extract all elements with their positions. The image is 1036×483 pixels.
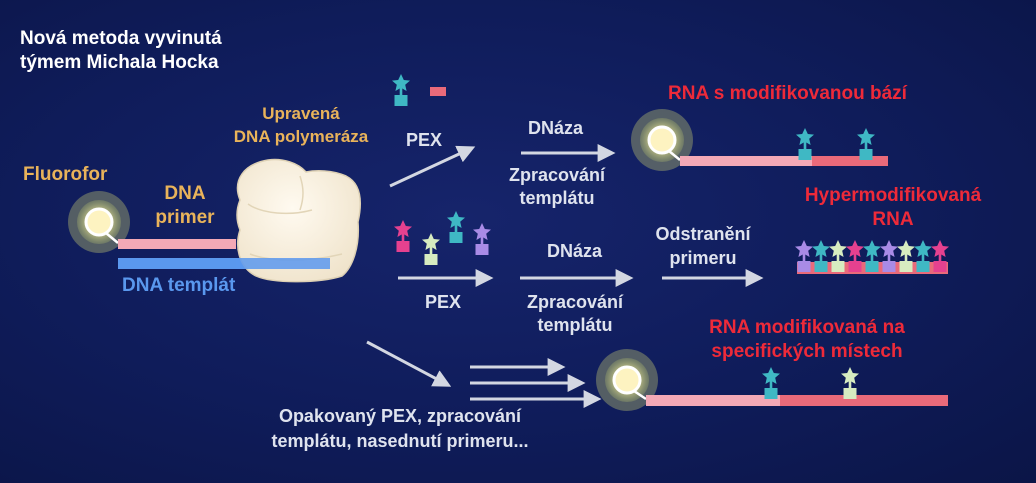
dna-template-label: DNA templát [122, 275, 236, 296]
result-site-specific-label-line-1: RNA modifikovaná na [709, 317, 905, 338]
nucleotide-icon [447, 211, 465, 243]
nucleotide-icon [841, 367, 859, 399]
dna-primer-label: DNA primer [150, 182, 220, 230]
dna-template-strand [118, 258, 330, 269]
nucleotide-icon [857, 128, 875, 160]
fluorophore-icon [596, 349, 658, 411]
polymerase-icon [236, 158, 361, 283]
dnase-label-top: DNáza [528, 118, 584, 138]
repeat-label: Opakovaný PEX, zpracování templátu, nase… [232, 404, 568, 454]
fluorophore-label: Fluorofor [23, 164, 108, 185]
primer-fragment [430, 87, 446, 96]
arrow-icon [366, 144, 764, 408]
polymerase-label-line-1: Upravená [262, 104, 340, 123]
nucleotide-icon [762, 367, 780, 399]
rna-strand [780, 395, 948, 406]
result-site-specific-label: RNA modifikovaná na specifických místech [684, 316, 930, 364]
dnase-label-middle: DNáza [547, 241, 603, 261]
rna-strand [646, 395, 780, 406]
dna-primer-label-line-1: DNA [164, 183, 206, 204]
fluorophore-icon [631, 109, 693, 171]
primer-removal-label-line-1: Odstranění [655, 224, 751, 244]
processing-label-top: Zpracování templátu [498, 164, 616, 210]
pex-label-middle: PEX [425, 292, 462, 312]
hypermodified-rna [795, 240, 949, 274]
dna-primer-label-line-2: primer [155, 207, 215, 228]
processing-label-middle-line-1: Zpracování [526, 292, 624, 312]
nucleotide-icon [394, 220, 412, 252]
primer-removal-label: Odstranění primeru [640, 222, 766, 270]
dna-primer-strand [118, 239, 236, 249]
nucleotide-icon [473, 223, 491, 255]
polymerase-label-line-2: DNA polymeráza [233, 127, 369, 146]
polymerase-label: Upravená DNA polymeráza [215, 102, 387, 148]
nucleotide-icon [392, 74, 410, 106]
repeat-label-line-2: templátu, nasednutí primeru... [271, 431, 529, 451]
dna-template-strand-front [236, 258, 330, 269]
processing-label-top-line-1: Zpracování [508, 165, 606, 185]
nucleotide-icon [796, 128, 814, 160]
title: Nová metoda vyvinutá týmem Michala Hocka [20, 27, 222, 75]
processing-label-top-line-2: templátu [519, 188, 595, 208]
result-hypermodified-label-line-2: RNA [872, 209, 914, 230]
title-line-2: týmem Michala Hocka [20, 52, 219, 73]
result-modified-base-label: RNA s modifikovanou bází [668, 83, 907, 104]
repeat-label-line-1: Opakovaný PEX, zpracování [278, 406, 522, 426]
result-hypermodified-label-line-1: Hypermodifikovaná [804, 185, 982, 206]
rna-strand [680, 156, 812, 166]
result-hypermodified-label: Hypermodifikovaná RNA [780, 184, 1006, 232]
processing-label-middle-line-2: templátu [537, 315, 613, 335]
nucleotide-icon [422, 233, 440, 265]
result-site-specific-label-line-2: specifických místech [711, 341, 903, 362]
fluorophore-icon [68, 191, 130, 253]
primer-removal-label-line-2: primeru [669, 248, 737, 268]
processing-label-middle: Zpracování templátu [516, 291, 634, 337]
title-line-1: Nová metoda vyvinutá [20, 28, 222, 49]
rna-strand [812, 156, 888, 166]
pex-label-top: PEX [406, 130, 443, 150]
